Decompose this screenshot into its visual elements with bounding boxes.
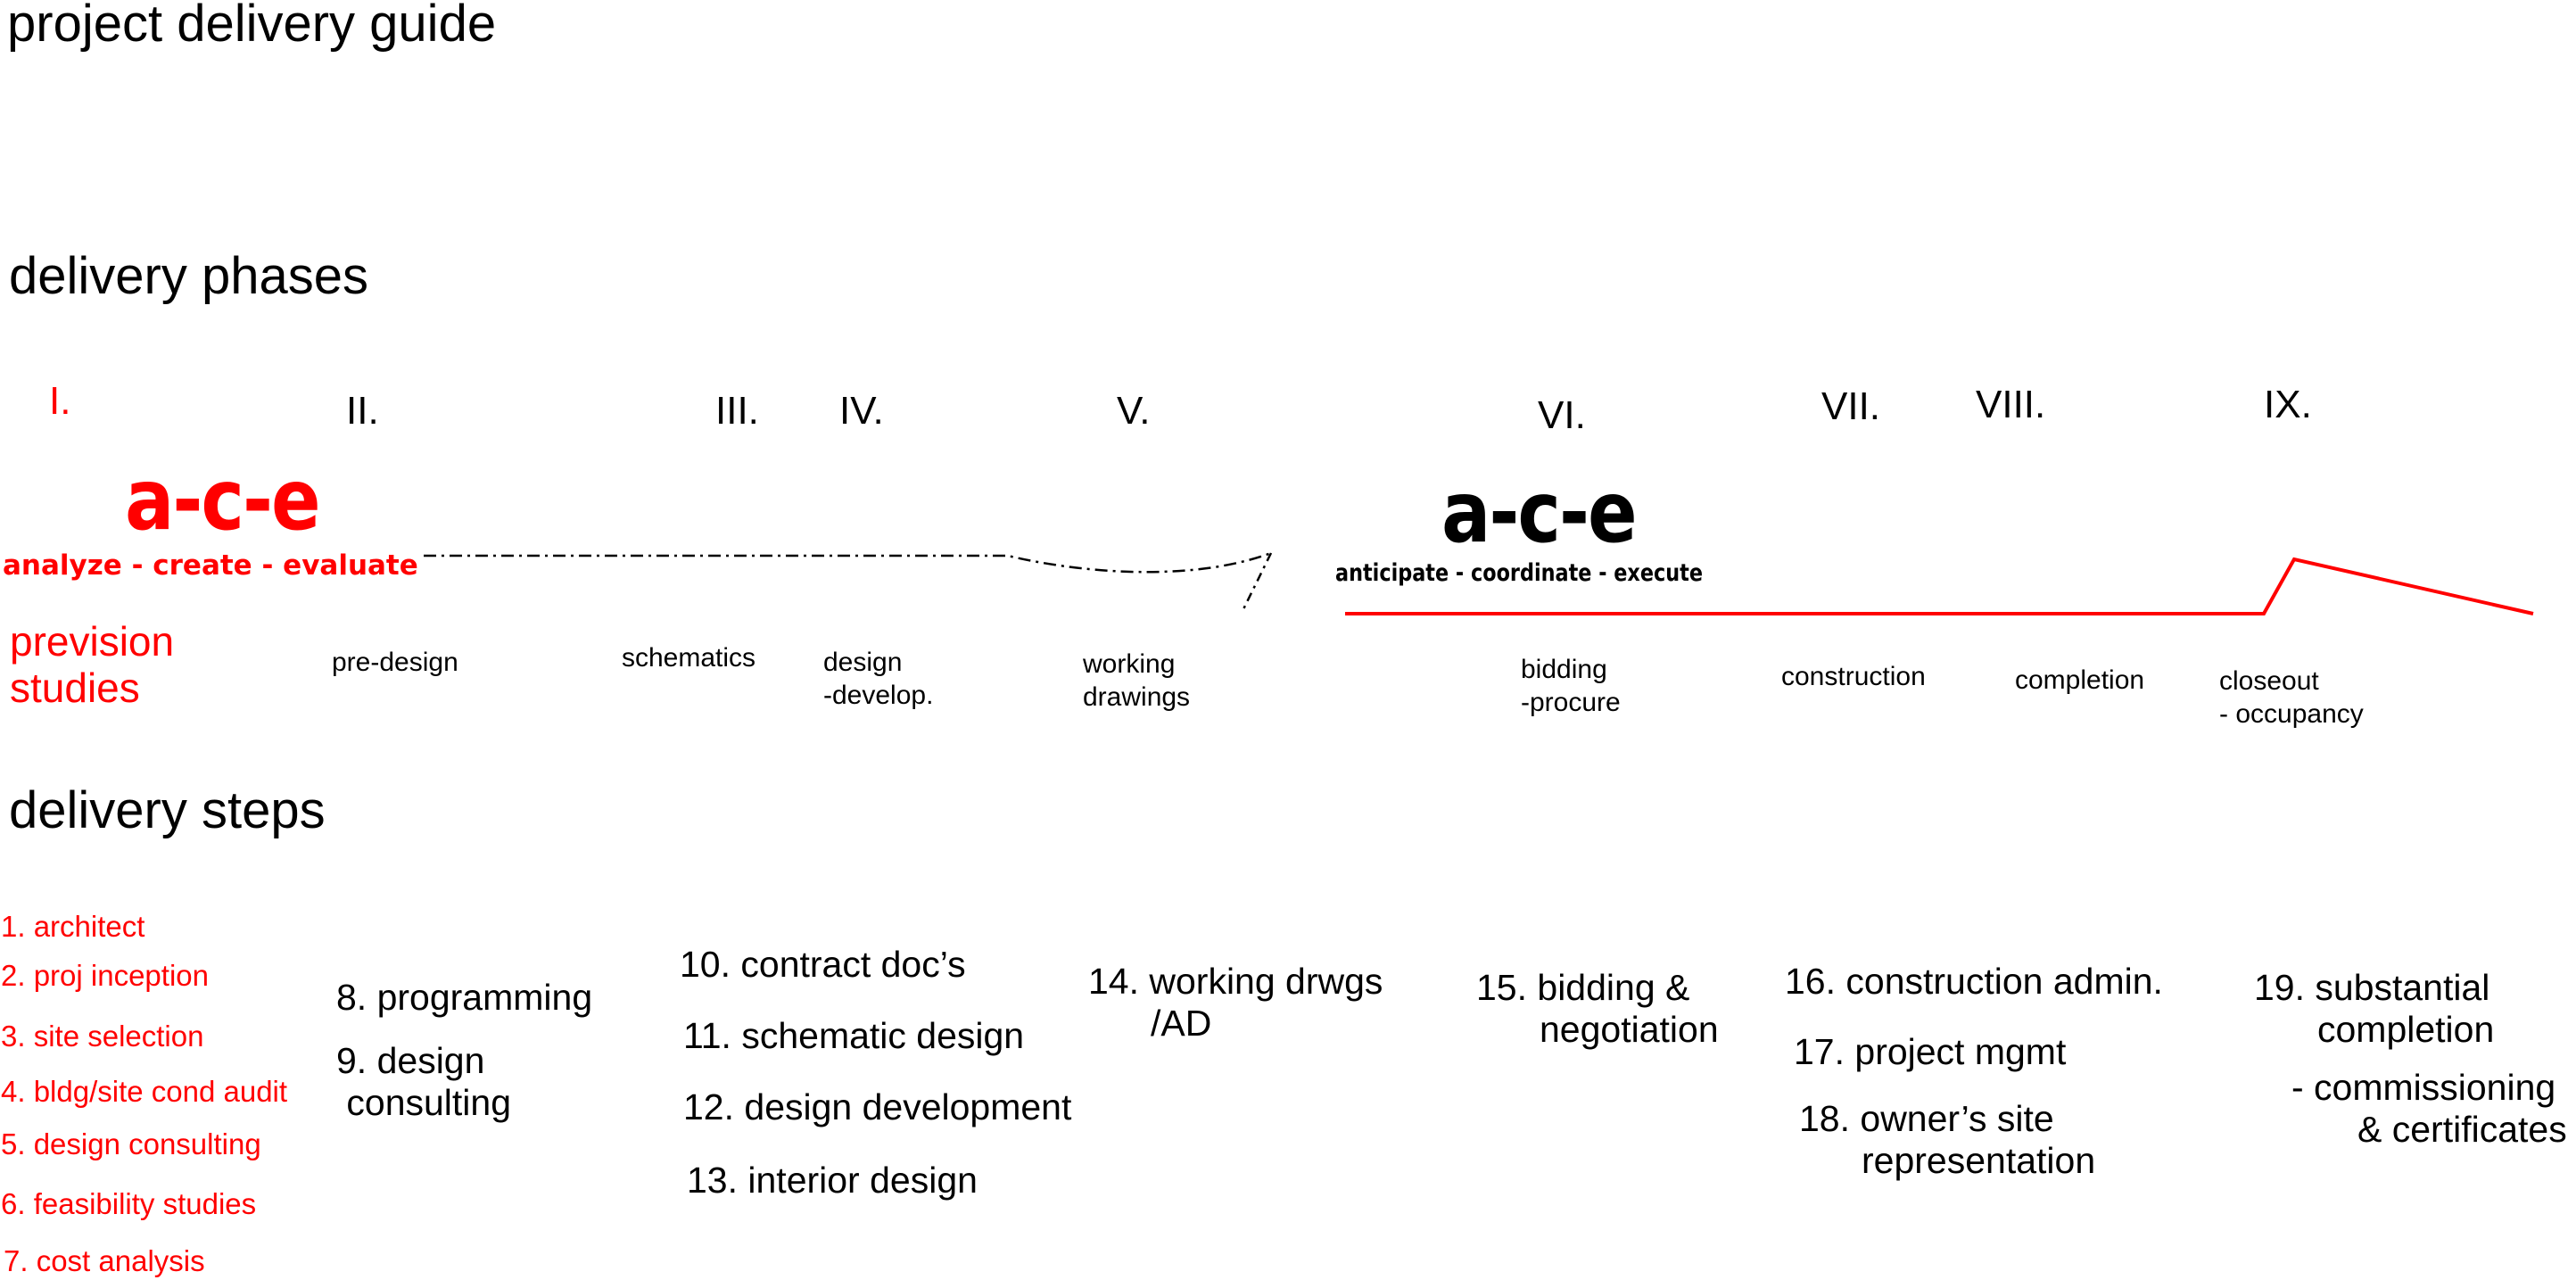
step-19: 19. substantial completion: [2254, 967, 2495, 1050]
phase-number-7: VII.: [1821, 384, 1881, 428]
step-19-commissioning: - commissioning & certificates: [2291, 1067, 2567, 1150]
ace-logo-left: a-c-e: [125, 451, 321, 550]
phase-number-9: IX.: [2264, 383, 2312, 426]
step-15: 15. bidding & negotiation: [1476, 967, 1719, 1050]
phases-heading: delivery phases: [9, 247, 368, 305]
phase-name-schematics: schematics: [622, 643, 756, 673]
phase-number-2: II.: [346, 389, 379, 433]
phase-number-1: I.: [49, 379, 71, 423]
page-title: project delivery guide: [7, 0, 497, 53]
step-14: 14. working drwgs /AD: [1088, 961, 1383, 1044]
step-2: 2. proj inception: [1, 959, 209, 992]
step-17: 17. project mgmt: [1794, 1031, 2067, 1072]
step-9: 9. design consulting: [336, 1040, 512, 1123]
phase-name-bidding: bidding -procure: [1521, 655, 1621, 717]
step-1: 1. architect: [1, 910, 145, 943]
phase-name-completion: completion: [2015, 665, 2145, 695]
phase-number-3: III.: [715, 389, 759, 433]
step-13: 13. interior design: [687, 1160, 978, 1201]
phase-number-4: IV.: [839, 389, 884, 433]
ace-tagline-left: analyze - create - evaluate: [3, 549, 418, 582]
red-timeline: [1345, 557, 2534, 615]
phase-name-construction: construction: [1781, 662, 1926, 691]
step-8: 8. programming: [336, 977, 593, 1018]
dashed-connector-tail: [1241, 552, 1273, 612]
step-4: 4. bldg/site cond audit: [1, 1075, 288, 1108]
phase-name-design-develop: design -develop.: [823, 648, 934, 710]
phase-name-predesign: pre-design: [332, 648, 458, 677]
dashed-connector: [424, 551, 1272, 574]
phase-name-prevision: prevision studies: [10, 618, 175, 711]
step-7: 7. cost analysis: [4, 1244, 205, 1277]
phase-number-5: V.: [1117, 389, 1151, 433]
phase-number-6: VI.: [1538, 393, 1586, 437]
phase-name-closeout: closeout - occupancy: [2219, 666, 2364, 729]
step-3: 3. site selection: [1, 1020, 204, 1053]
step-5: 5. design consulting: [1, 1127, 261, 1160]
step-6: 6. feasibility studies: [1, 1187, 257, 1220]
step-11: 11. schematic design: [683, 1015, 1025, 1056]
ace-logo-right: a-c-e: [1441, 464, 1638, 563]
phase-number-8: VIII.: [1976, 383, 2046, 426]
step-18: 18. owner’s site representation: [1799, 1098, 2096, 1181]
step-12: 12. design development: [683, 1086, 1072, 1127]
step-10: 10. contract doc’s: [680, 944, 966, 985]
step-16: 16. construction admin.: [1785, 961, 2163, 1002]
ace-tagline-right: anticipate - coordinate - execute: [1335, 559, 1704, 587]
phase-name-working-drawings: working drawings: [1083, 649, 1191, 712]
steps-heading: delivery steps: [9, 781, 326, 839]
